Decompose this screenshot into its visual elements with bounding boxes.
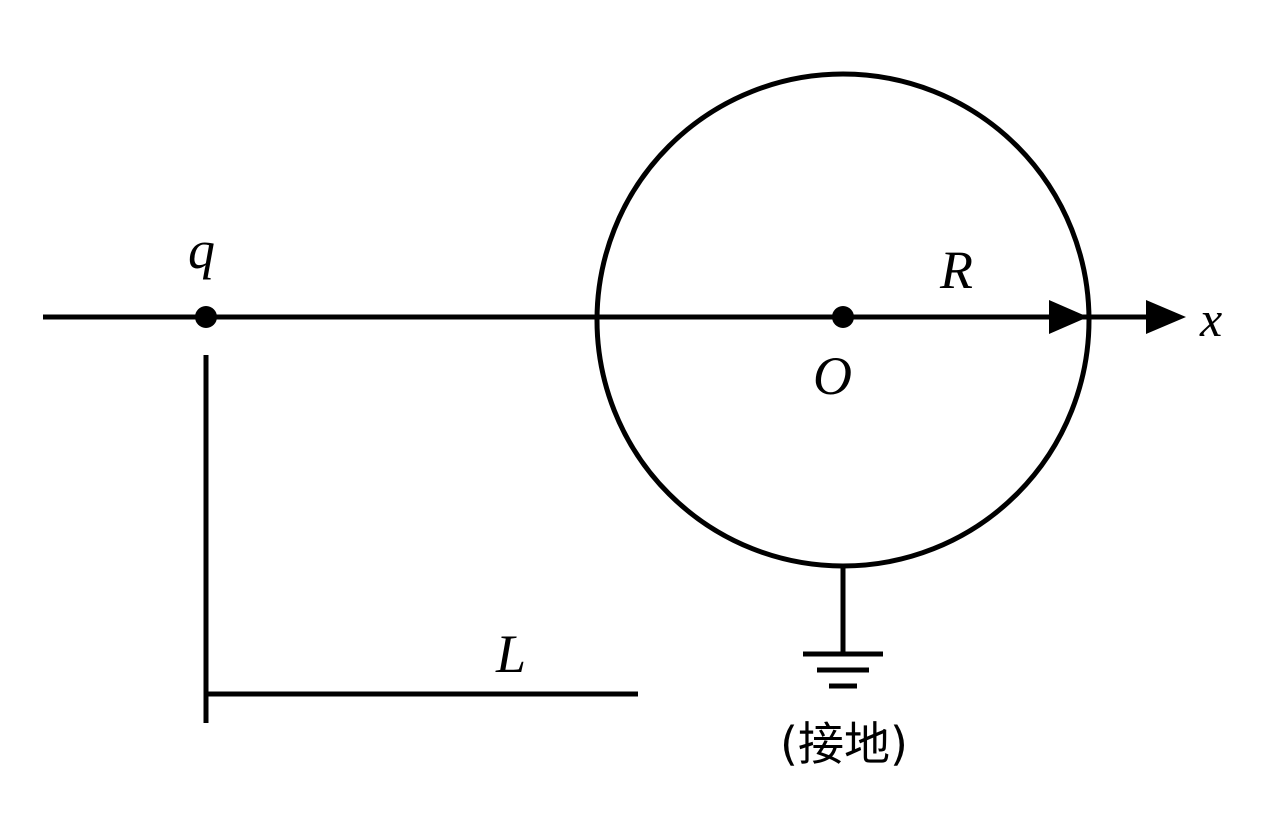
radius-arrowhead <box>1049 300 1088 334</box>
x-axis-arrowhead <box>1146 300 1186 334</box>
center-label: O <box>813 346 852 406</box>
center-point <box>832 306 854 328</box>
ground-label: (接地) <box>780 717 908 771</box>
charge-label: q <box>188 220 215 280</box>
distance-label: L <box>495 624 526 684</box>
axis-label-x: x <box>1199 291 1222 347</box>
charge-point <box>195 306 217 328</box>
radius-label: R <box>939 240 973 300</box>
